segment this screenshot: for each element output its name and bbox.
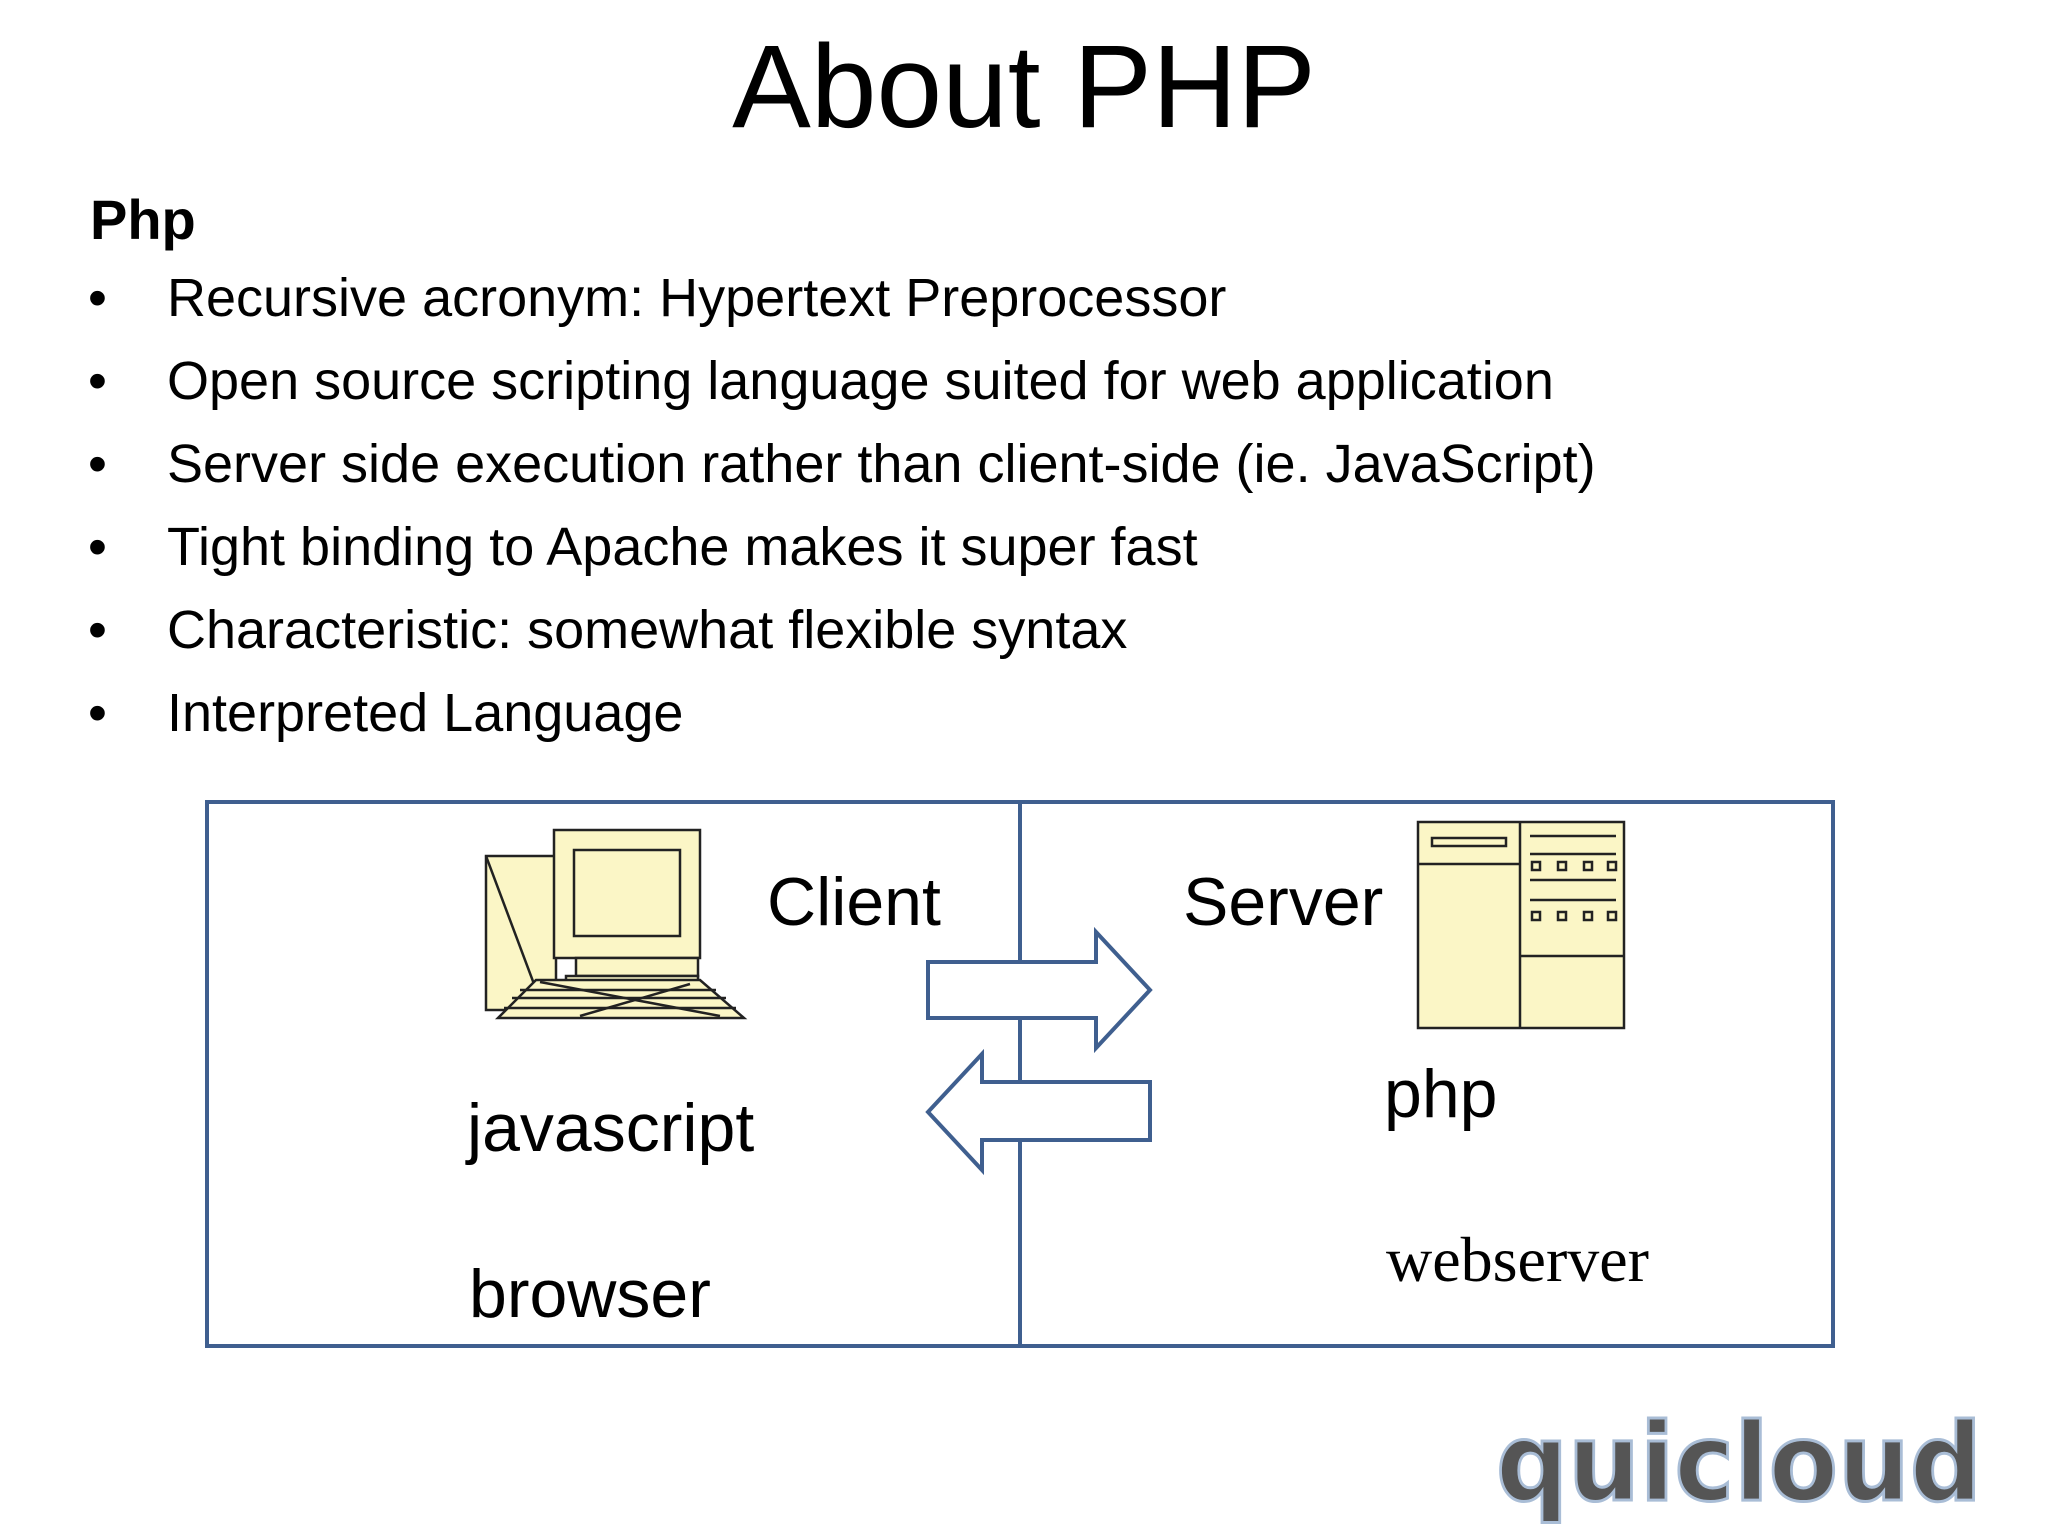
arrow-right-icon bbox=[926, 926, 1153, 1054]
server-window-icon bbox=[1416, 820, 1626, 1030]
bullet-text: Open source scripting language suited fo… bbox=[167, 351, 1554, 411]
arrow-left-icon bbox=[925, 1048, 1152, 1176]
client-label: Client bbox=[767, 864, 941, 940]
bullet-text: Tight binding to Apache makes it super f… bbox=[167, 517, 1198, 577]
section-heading: Php bbox=[90, 188, 196, 251]
bullet-text: Server side execution rather than client… bbox=[167, 434, 1596, 494]
quicloud-logo: quicloud bbox=[1495, 1412, 1984, 1528]
client-tech-label: javascript bbox=[467, 1090, 755, 1166]
bullet-dot: • bbox=[88, 268, 107, 328]
computer-icon bbox=[484, 828, 748, 1020]
logo-text: quicloud bbox=[1496, 1412, 1982, 1526]
server-label: Server bbox=[1183, 864, 1384, 940]
bullet-dot: • bbox=[88, 434, 107, 494]
bullet-text: Interpreted Language bbox=[167, 683, 684, 743]
bullet-text: Recursive acronym: Hypertext Preprocesso… bbox=[167, 268, 1227, 328]
bullet-dot: • bbox=[88, 517, 107, 577]
client-app-label: browser bbox=[469, 1256, 711, 1332]
bullet-dot: • bbox=[88, 351, 107, 411]
bullet-dot: • bbox=[88, 600, 107, 660]
server-app-label: webserver bbox=[1386, 1224, 1649, 1295]
slide-title: About PHP bbox=[732, 21, 1316, 153]
bullet-text: Characteristic: somewhat flexible syntax bbox=[167, 600, 1128, 660]
bullet-dot: • bbox=[88, 683, 107, 743]
server-tech-label: php bbox=[1384, 1056, 1498, 1132]
